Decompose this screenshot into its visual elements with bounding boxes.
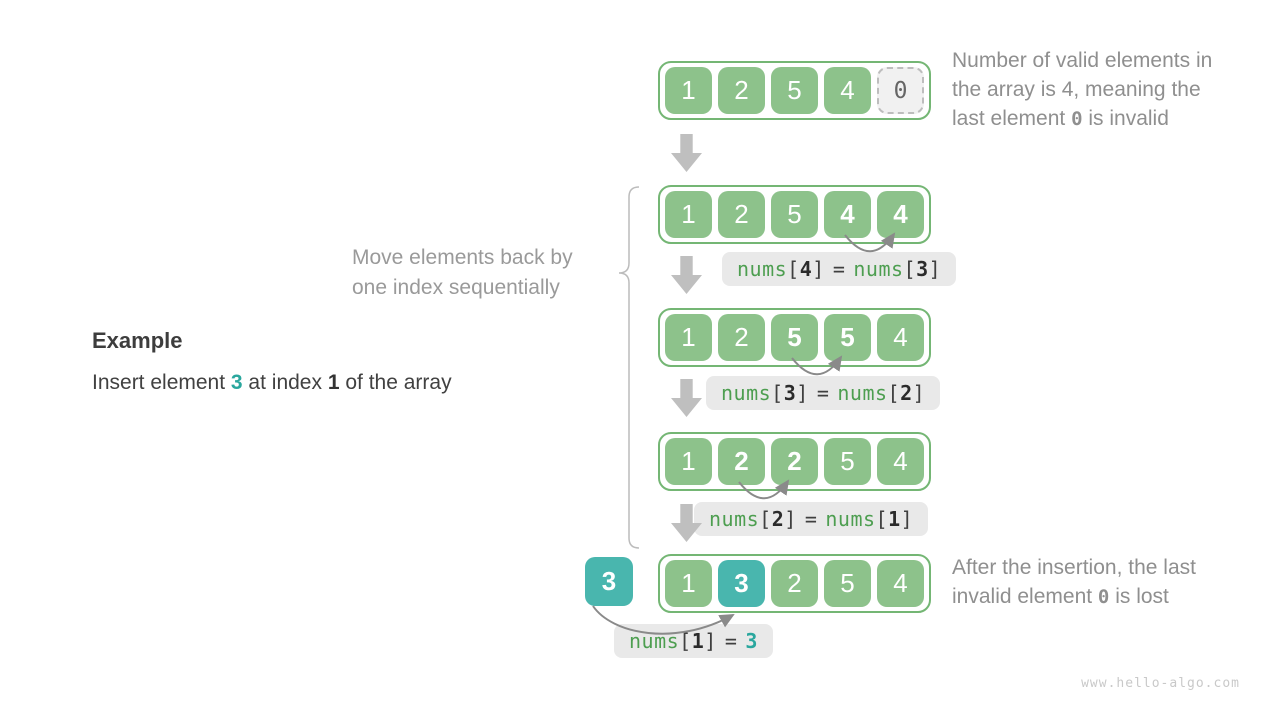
code-bracket: ] — [796, 381, 809, 405]
code-fn: nums — [837, 381, 888, 405]
code-bracket: [ — [771, 381, 784, 405]
array-cell: 5 — [771, 67, 818, 114]
note-line: last element 0 is invalid — [952, 104, 1212, 134]
array-row-shift-3: 1 2 2 5 4 — [658, 432, 931, 491]
code-bracket: [ — [759, 507, 772, 531]
down-arrow-icon — [671, 256, 702, 294]
array-row-final: 1 3 2 5 4 — [658, 554, 931, 613]
code-fn: nums — [825, 507, 876, 531]
down-arrow-icon — [671, 134, 702, 172]
array-cell: 2 — [718, 314, 765, 361]
code-index: 4 — [799, 257, 813, 281]
code-bracket: ] — [900, 507, 914, 531]
note-text: invalid element — [952, 585, 1098, 608]
array-cell: 1 — [665, 438, 712, 485]
array-cell-moved: 5 — [771, 314, 818, 361]
invalid-zero-text: 0 — [1071, 108, 1083, 130]
array-cell-moved: 2 — [771, 438, 818, 485]
array-cell: 4 — [877, 438, 924, 485]
array-row-original: 1 2 5 4 0 — [658, 61, 931, 120]
code-fn: nums — [709, 507, 760, 531]
array-cell: 1 — [665, 560, 712, 607]
array-cell-moved: 2 — [718, 438, 765, 485]
assignment-label: nums[2]=nums[1] — [694, 502, 929, 536]
down-arrow-icon — [671, 379, 702, 417]
insert-value-text: 3 — [230, 371, 243, 394]
move-note-line: Move elements back by — [352, 246, 573, 269]
array-cell: 2 — [771, 560, 818, 607]
note-text: is invalid — [1082, 107, 1169, 130]
code-index: 3 — [783, 381, 797, 405]
code-fn: nums — [853, 257, 904, 281]
array-cell: 4 — [824, 67, 871, 114]
code-bracket: [ — [875, 507, 889, 531]
note-line: invalid element 0 is lost — [952, 582, 1196, 612]
inserted-element-box: 3 — [585, 557, 633, 606]
insert-index-text: 1 — [327, 371, 340, 394]
watermark: www.hello-algo.com — [1081, 676, 1240, 691]
array-cell: 1 — [665, 67, 712, 114]
code-equals: = — [724, 629, 738, 653]
example-block: Example Insert element 3 at index 1 of t… — [92, 328, 452, 395]
note-text: last element — [952, 107, 1072, 130]
after-insertion-note: After the insertion, the last invalid el… — [952, 553, 1196, 612]
assignment-label: nums[1] = 3 — [614, 624, 773, 658]
code-equals: = — [832, 257, 846, 281]
array-cell-inserted: 3 — [718, 560, 765, 607]
note-line: After the insertion, the last — [952, 556, 1196, 579]
note-line: the array is 4, meaning the — [952, 78, 1201, 101]
code-equals: = — [816, 381, 830, 405]
code-equals: = — [804, 507, 818, 531]
code-index: 1 — [691, 629, 705, 653]
code-fn: nums — [629, 629, 680, 653]
code-index: 2 — [771, 507, 785, 531]
array-row-shift-2: 1 2 5 5 4 — [658, 308, 931, 367]
array-cell-invalid: 0 — [877, 67, 924, 114]
array-cell: 5 — [824, 560, 871, 607]
code-index: 1 — [888, 507, 901, 531]
array-cell: 1 — [665, 191, 712, 238]
code-bracket: [ — [903, 257, 917, 281]
move-note: Move elements back by one index sequenti… — [352, 243, 573, 303]
inserted-element-value: 3 — [601, 566, 617, 596]
array-cell-moved: 4 — [824, 191, 871, 238]
assignment-label: nums[3]=nums[2] — [706, 376, 941, 410]
code-bracket: [ — [887, 381, 901, 405]
array-cell: 2 — [718, 191, 765, 238]
note-text: is lost — [1109, 585, 1169, 608]
move-note-line: one index sequentially — [352, 276, 560, 299]
code-fn: nums — [737, 257, 788, 281]
array-cell: 4 — [877, 314, 924, 361]
array-cell: 4 — [877, 560, 924, 607]
code-bracket: ] — [912, 381, 926, 405]
code-bracket: [ — [787, 257, 800, 281]
code-bracket: [ — [679, 629, 692, 653]
array-cell-moved: 5 — [824, 314, 871, 361]
array-cell: 2 — [718, 67, 765, 114]
code-bracket: ] — [784, 507, 797, 531]
assignment-label: nums[4]=nums[3] — [722, 252, 957, 286]
example-text: at index — [242, 371, 328, 394]
array-cell: 5 — [824, 438, 871, 485]
code-bracket: ] — [812, 257, 825, 281]
invalid-zero-text: 0 — [1097, 586, 1110, 608]
array-row-shift-1: 1 2 5 4 4 — [658, 185, 931, 244]
code-bracket: ] — [928, 257, 942, 281]
code-index: 3 — [916, 257, 929, 281]
code-fn: nums — [721, 381, 772, 405]
code-value: 3 — [745, 629, 758, 653]
example-heading: Example — [92, 328, 183, 353]
code-index: 2 — [900, 381, 913, 405]
brace-icon — [618, 186, 640, 549]
code-bracket: ] — [704, 629, 717, 653]
example-instruction: Insert element 3 at index 1 of the array — [92, 371, 452, 395]
array-cell-moved: 4 — [877, 191, 924, 238]
valid-elements-note: Number of valid elements in the array is… — [952, 46, 1212, 134]
array-cell: 1 — [665, 314, 712, 361]
example-text: of the array — [339, 371, 452, 394]
array-cell: 5 — [771, 191, 818, 238]
note-line: Number of valid elements in — [952, 49, 1213, 72]
example-text: Insert element — [92, 371, 231, 394]
